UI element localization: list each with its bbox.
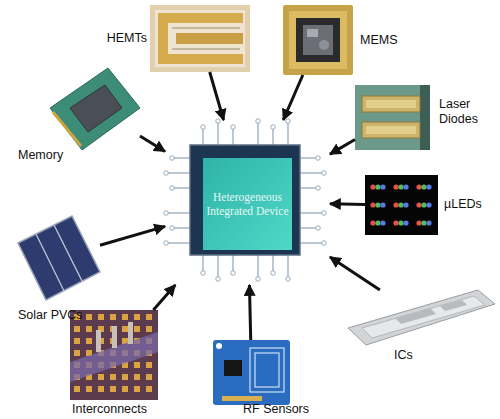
solar-panel — [18, 216, 100, 300]
device-label: Solar PVCs — [18, 308, 108, 323]
device-label: µLEDs — [444, 197, 494, 212]
ic-block — [395, 308, 436, 324]
circuit-trace — [257, 255, 258, 279]
circuit-trace — [287, 255, 288, 279]
rf-coil — [250, 348, 284, 392]
circuit-trace — [287, 121, 288, 145]
circuit-trace — [300, 242, 324, 243]
circuit-trace — [202, 127, 203, 145]
hemt-gate — [172, 28, 240, 29]
ic-image — [348, 290, 495, 345]
circuit-trace — [300, 187, 318, 188]
circuit-trace — [172, 187, 190, 188]
device-label: RF Sensors — [243, 402, 323, 417]
interconnect-pillar — [96, 330, 101, 352]
device-image: ICs — [348, 290, 495, 345]
chip-package — [190, 145, 300, 255]
arrow-connector — [283, 75, 303, 120]
circuit-trace — [232, 255, 233, 273]
arrow-connector — [153, 285, 175, 310]
arrow-connector — [249, 285, 250, 340]
central-chip: Heterogeneous Integrated Device — [165, 120, 330, 285]
circuit-trace — [300, 227, 318, 228]
device-label: MEMS — [360, 33, 415, 48]
hemt-substrate — [155, 10, 245, 67]
laser-stripe — [362, 96, 420, 112]
rf-board — [213, 340, 290, 405]
chip-die — [203, 158, 292, 250]
memory-contacts — [53, 112, 81, 146]
device-label: Memory — [18, 148, 88, 163]
chip-label: Heterogeneous Integrated Device — [203, 158, 292, 250]
circuit-trace — [300, 212, 324, 213]
circuit-trace — [300, 172, 324, 173]
mems-structure — [319, 40, 329, 50]
arrow-connector — [210, 72, 224, 120]
mems-cavity — [296, 18, 340, 62]
laser-stripe — [366, 126, 416, 134]
circuit-trace — [257, 121, 258, 145]
hemt-gate — [172, 49, 240, 50]
device-label: Laser Diodes — [439, 97, 489, 127]
arrow-connector — [330, 257, 380, 290]
mems-package — [283, 5, 353, 75]
hemt-electrode — [158, 54, 243, 64]
device-image: Solar PVCs — [15, 215, 100, 300]
device-image: RF Sensors — [213, 340, 290, 405]
mems-frame — [289, 11, 347, 69]
arrow-connector — [330, 202, 365, 206]
laser-image — [355, 85, 430, 150]
circuit-trace — [202, 255, 203, 273]
solar-busbar — [36, 234, 64, 291]
device-image: Memory — [48, 65, 140, 150]
device-image: MEMS — [283, 5, 353, 75]
circuit-trace — [272, 127, 273, 145]
rf-hole — [216, 343, 222, 349]
device-label: Interconnects — [72, 402, 162, 417]
device-label: ICs — [394, 348, 434, 363]
ic-block — [440, 300, 467, 311]
arrow-connector — [100, 226, 165, 245]
memory-chip — [70, 85, 122, 132]
ic-die — [362, 296, 485, 338]
laser-stripe — [366, 100, 416, 108]
interconnect-pillar — [112, 326, 117, 348]
memory-board — [50, 68, 140, 150]
device-image: Interconnects — [70, 310, 158, 400]
arrow-connector — [140, 136, 165, 151]
microled-array — [367, 178, 436, 232]
circuit-trace — [300, 157, 318, 158]
interconnect-pillar — [128, 322, 133, 344]
microled-image — [365, 175, 438, 235]
device-image: HEMTs — [150, 5, 250, 72]
rf-coil — [255, 353, 279, 387]
solar-busbar — [54, 225, 82, 281]
hemt-electrode — [176, 33, 243, 44]
arrow-connector — [330, 139, 355, 154]
device-image: µLEDs — [365, 175, 438, 235]
laser-facet — [420, 85, 430, 150]
circuit-trace — [166, 242, 190, 243]
interconnect-image — [70, 310, 158, 400]
circuit-trace — [232, 127, 233, 145]
circuit-trace — [272, 255, 273, 273]
device-label: HEMTs — [92, 31, 147, 46]
mems-die — [303, 25, 333, 55]
circuit-trace — [217, 121, 218, 145]
hemt-image — [150, 5, 250, 72]
circuit-trace — [166, 212, 190, 213]
rf-header — [222, 396, 262, 401]
hemt-electrode — [158, 13, 243, 23]
circuit-trace — [172, 227, 190, 228]
circuit-trace — [217, 255, 218, 279]
rf-chip — [224, 360, 242, 376]
circuit-trace — [172, 157, 190, 158]
laser-stripe — [362, 122, 420, 138]
device-image: Laser Diodes — [355, 85, 430, 150]
mems-structure — [307, 29, 318, 37]
circuit-trace — [166, 172, 190, 173]
